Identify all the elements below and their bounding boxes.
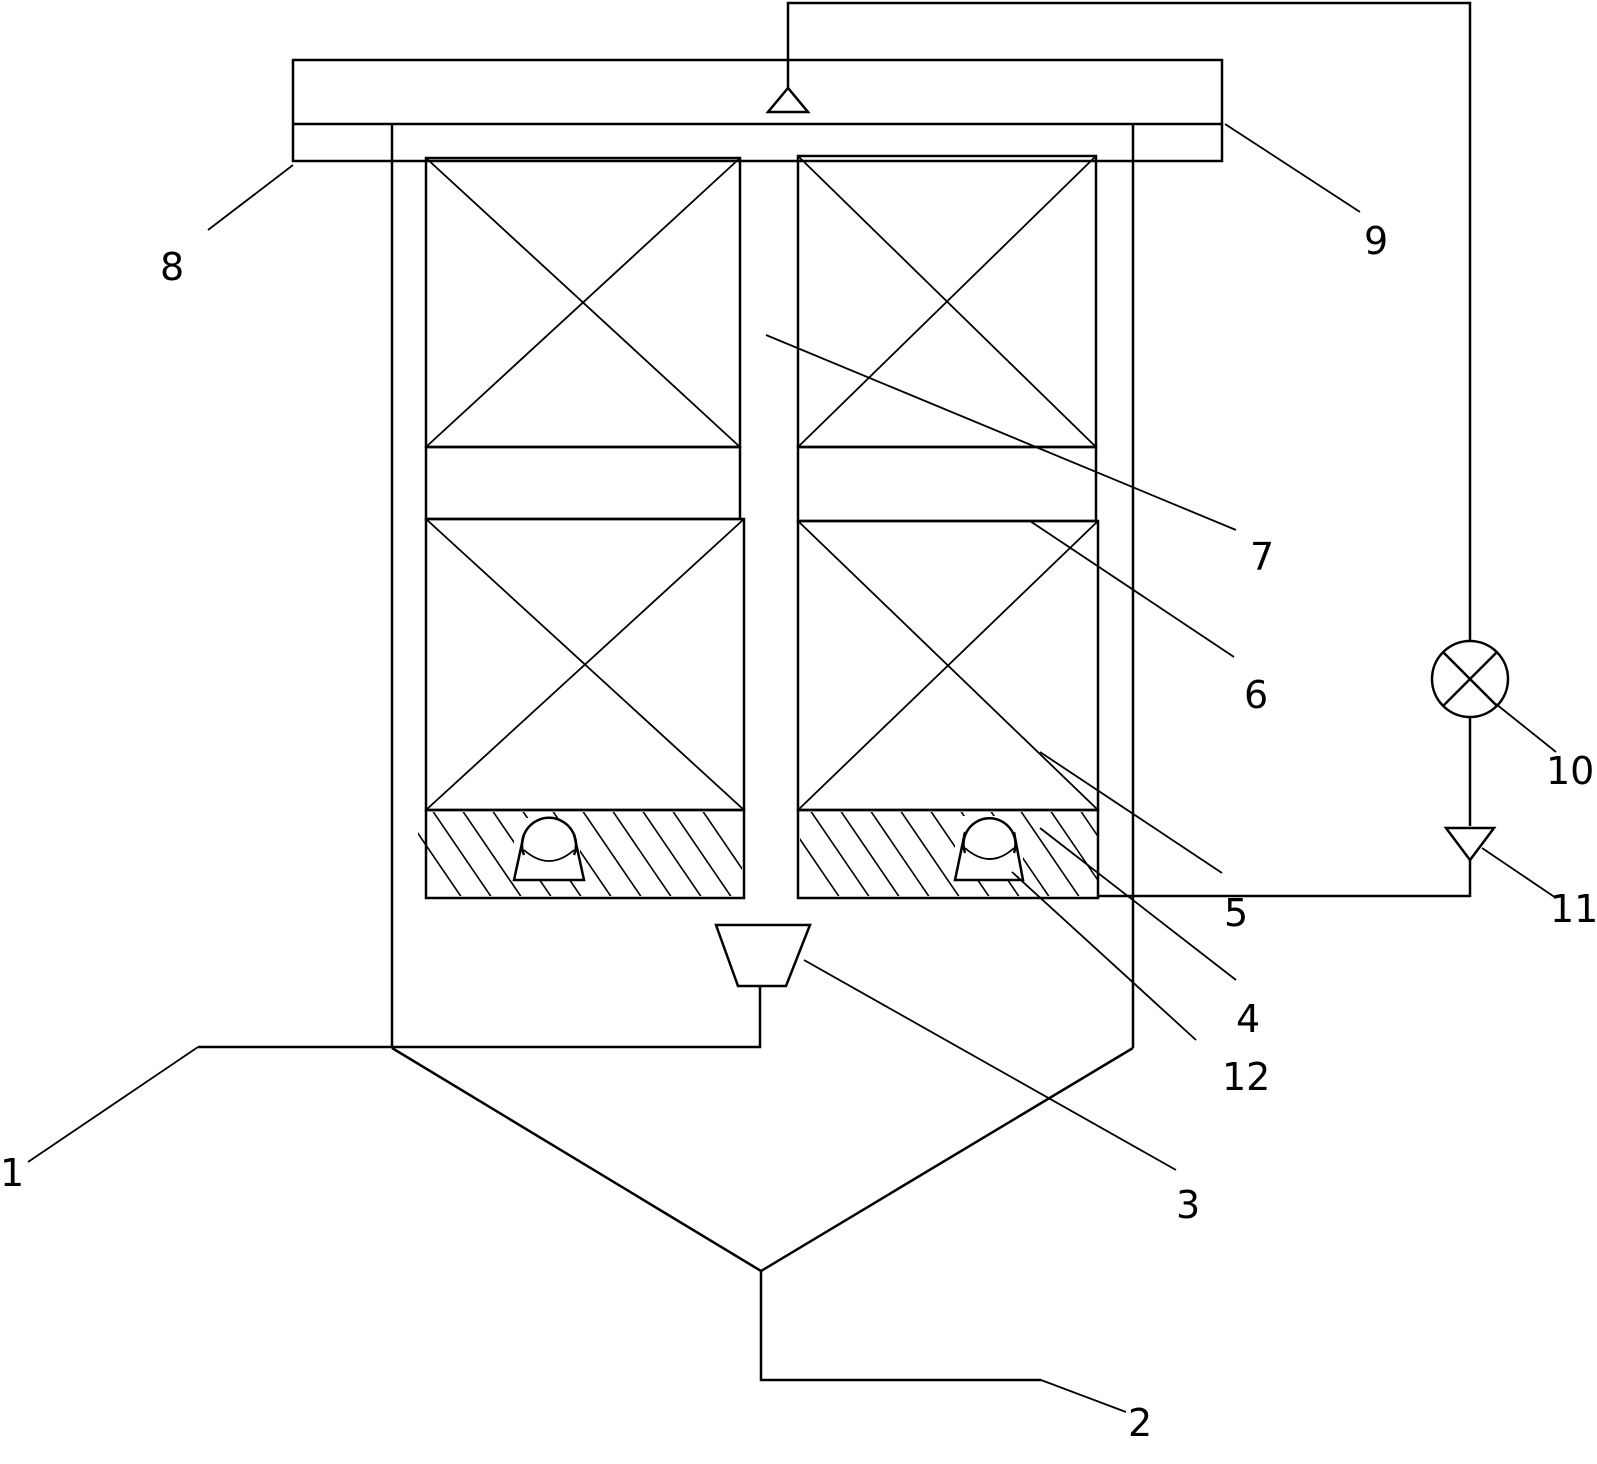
recirculation-line xyxy=(786,1,1472,898)
label-9: 9 xyxy=(1364,219,1388,263)
label-11: 11 xyxy=(1550,887,1597,931)
label-10: 10 xyxy=(1546,749,1594,793)
label-7: 7 xyxy=(1250,535,1274,579)
label-1: 1 xyxy=(0,1151,24,1195)
label-3: 3 xyxy=(1176,1183,1200,1227)
label-5: 5 xyxy=(1224,891,1248,935)
label-4: 4 xyxy=(1236,997,1260,1041)
left-aerator-icon xyxy=(512,816,586,882)
label-2: 2 xyxy=(1128,1401,1152,1445)
valve-icon xyxy=(1443,826,1497,863)
label-12: 12 xyxy=(1222,1055,1270,1099)
label-6: 6 xyxy=(1244,673,1268,717)
outlet-pipe xyxy=(759,1271,1041,1382)
label-8: 8 xyxy=(160,245,184,289)
hopper-bottom xyxy=(391,1046,1134,1273)
spray-nozzle-icon xyxy=(765,86,811,114)
pump-icon xyxy=(1430,639,1510,719)
leader-lines xyxy=(27,123,1557,1413)
left-filter-column xyxy=(418,156,746,900)
left-hatch-layer xyxy=(418,812,742,896)
inlet-distributor xyxy=(198,923,812,1049)
top-header-box xyxy=(291,58,1224,163)
right-filter-column xyxy=(796,154,1100,900)
right-aerator-icon xyxy=(953,816,1025,882)
